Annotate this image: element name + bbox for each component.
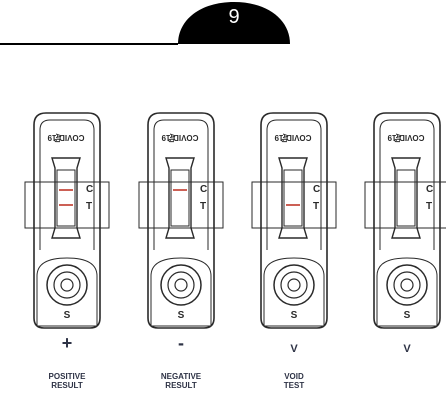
- sample-well-frame: [36, 257, 98, 327]
- brand-label: COVID-19: [47, 133, 84, 142]
- sample-well-frame: [376, 257, 438, 327]
- sample-well-frame: [263, 257, 325, 327]
- control-marker: C: [86, 184, 93, 195]
- test-marker: T: [86, 201, 92, 212]
- assay-label: Ag: [394, 133, 401, 142]
- step-badge: [178, 2, 290, 44]
- control-marker: C: [313, 184, 320, 195]
- cassette-inner-edge: [153, 119, 209, 250]
- test-cassette: [138, 112, 224, 329]
- highlight-box: [24, 181, 110, 229]
- step-number: 9: [228, 6, 240, 28]
- test-cassette: [364, 112, 446, 329]
- sample-well-frame: [150, 257, 212, 327]
- result-symbol: -: [178, 333, 184, 353]
- brand-label: COVID-19: [161, 133, 198, 142]
- sample-well-center: [400, 278, 414, 292]
- brand-label: COVID-19: [387, 133, 424, 142]
- cassette-inner-edge: [39, 119, 95, 250]
- assay-label: Ag: [281, 133, 288, 142]
- result-symbol: +: [61, 333, 73, 353]
- test-marker: T: [313, 201, 319, 212]
- result-strip: [56, 169, 76, 227]
- sample-marker: S: [64, 310, 71, 321]
- sample-well-center: [60, 278, 74, 292]
- result-strip: [283, 169, 303, 227]
- result-symbol: V: [290, 343, 298, 355]
- test-marker: T: [200, 201, 206, 212]
- result-strip: [396, 169, 416, 227]
- highlight-box: [364, 181, 446, 229]
- test-cassette: [251, 112, 337, 329]
- control-marker: C: [200, 184, 207, 195]
- test-marker: T: [426, 201, 432, 212]
- control-marker: C: [426, 184, 433, 195]
- brand-label: COVID-19: [274, 133, 311, 142]
- sample-marker: S: [178, 310, 185, 321]
- sample-marker: S: [291, 310, 298, 321]
- assay-label: Ag: [168, 133, 175, 142]
- result-strip: [170, 169, 190, 227]
- test-cassette: [24, 112, 110, 329]
- cassette-inner-edge: [379, 119, 435, 250]
- highlight-box: [138, 181, 224, 229]
- sample-well-center: [174, 278, 188, 292]
- cassette-inner-edge: [266, 119, 322, 250]
- result-symbol: V: [403, 343, 411, 355]
- assay-label: Ag: [54, 133, 61, 142]
- sample-well-center: [287, 278, 301, 292]
- highlight-box: [251, 181, 337, 229]
- sample-marker: S: [404, 310, 411, 321]
